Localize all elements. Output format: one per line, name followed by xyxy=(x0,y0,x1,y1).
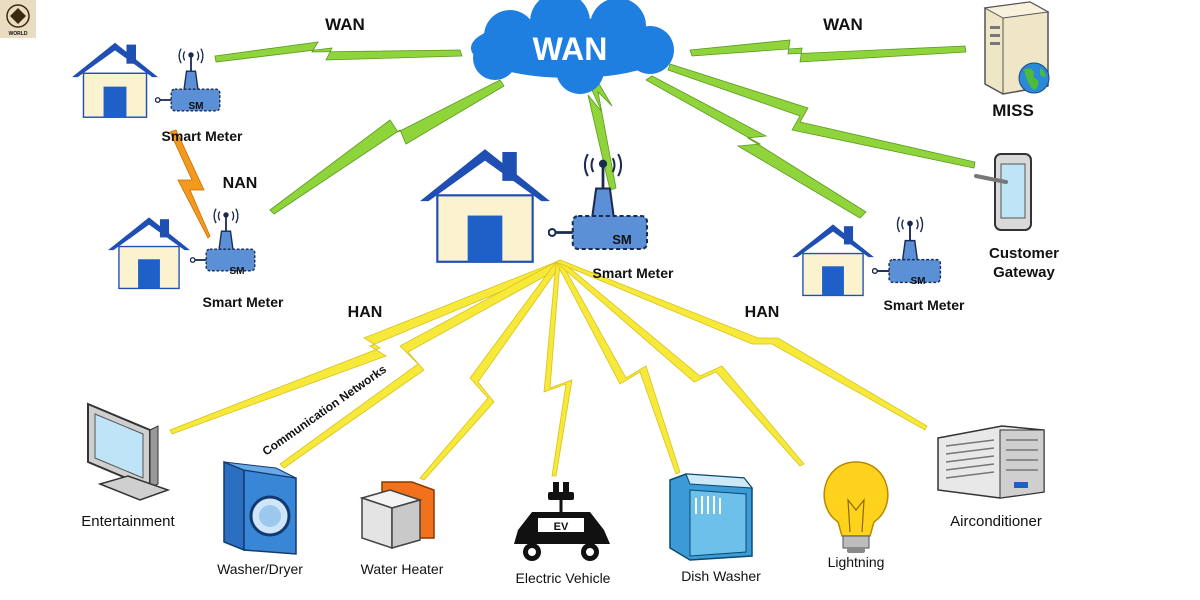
water-heater-icon xyxy=(359,481,435,550)
logo-text: WORLD xyxy=(9,31,28,37)
cloud-label: WAN xyxy=(533,31,608,67)
han-links xyxy=(169,259,928,481)
ev-badge: EV xyxy=(554,521,569,533)
washer-icon xyxy=(223,460,297,555)
appliance-label: Airconditioner xyxy=(950,513,1042,530)
appliance-label: Water Heater xyxy=(361,561,444,577)
smart-meter-4: SM Smart Meter xyxy=(872,215,965,313)
wan-label-left: WAN xyxy=(325,15,365,34)
appliance-label: Dish Washer xyxy=(681,568,761,584)
han-bolt-heater xyxy=(419,261,561,481)
smart-meter-label: Smart Meter xyxy=(203,294,284,310)
house-center xyxy=(420,147,550,263)
server-icon xyxy=(983,1,1050,95)
appliance-entertainment: Entertainment xyxy=(81,402,176,530)
wan-cloud: WAN xyxy=(471,0,674,94)
wan-bolt-gateway xyxy=(667,63,976,169)
wan-bolt-house1 xyxy=(214,41,463,63)
appliance-lightning: Lightning xyxy=(823,461,889,570)
smart-meter-3: SM Smart Meter xyxy=(548,152,674,281)
han-label-right: HAN xyxy=(745,304,780,321)
smart-meter-icon xyxy=(548,152,649,251)
appliance-label: Electric Vehicle xyxy=(516,570,611,586)
han-bolt-light xyxy=(555,259,805,467)
smart-meter-icon xyxy=(872,215,942,284)
sm-badge: SM xyxy=(230,266,245,277)
wan-links xyxy=(214,39,976,219)
lightbulb-icon xyxy=(823,461,889,553)
han-label-left: HAN xyxy=(348,304,383,321)
globe-icon xyxy=(1018,62,1050,94)
smart-meter-label: Smart Meter xyxy=(162,128,243,144)
smart-meter-label: Smart Meter xyxy=(593,265,674,281)
gateway-label-line1: Customer xyxy=(989,245,1059,262)
miss-label: MISS xyxy=(992,101,1034,120)
han-bolt-ac xyxy=(555,259,928,431)
nan-label: NAN xyxy=(223,175,258,192)
nan-bolt xyxy=(169,129,211,239)
miss-server: MISS xyxy=(983,1,1050,120)
house-top-left xyxy=(72,41,158,118)
logo: WORLD xyxy=(0,0,36,38)
appliance-label: Lightning xyxy=(828,554,885,570)
sm-badge: SM xyxy=(189,101,204,112)
ev-car-icon: EV xyxy=(514,482,610,561)
han-bolt-dishwasher xyxy=(555,259,681,475)
customer-gateway: Customer Gateway xyxy=(974,153,1059,281)
dishwasher-icon xyxy=(669,473,754,561)
appliance-dish-washer: Dish Washer xyxy=(669,473,761,584)
tablet-icon xyxy=(974,153,1032,231)
house-mid-left xyxy=(108,216,190,290)
sm-badge: SM xyxy=(911,276,926,287)
wan-bolt-miss xyxy=(689,39,967,63)
air-conditioner-icon xyxy=(937,425,1045,499)
sm-badge: SM xyxy=(612,232,632,247)
appliance-electric-vehicle: EV Electric Vehicle xyxy=(514,482,611,586)
han-bolt-washer xyxy=(279,261,561,469)
wan-bolt-house3 xyxy=(645,75,867,219)
smart-meter-label: Smart Meter xyxy=(884,297,965,313)
wan-label-right: WAN xyxy=(823,15,863,34)
smart-meter-2: SM Smart Meter xyxy=(190,207,284,310)
smart-meter-1: SM Smart Meter xyxy=(155,47,243,144)
appliance-airconditioner: Airconditioner xyxy=(937,425,1045,530)
appliance-label: Entertainment xyxy=(81,513,175,530)
gateway-label-line2: Gateway xyxy=(993,264,1055,281)
han-bolt-ev xyxy=(543,261,573,477)
wan-bolt-house2 xyxy=(269,79,505,215)
house-right xyxy=(792,223,874,297)
han-bolt-entertainment xyxy=(169,261,559,435)
tv-icon xyxy=(87,402,171,501)
appliance-washer-dryer: Washer/Dryer xyxy=(217,460,303,577)
appliance-water-heater: Water Heater xyxy=(359,481,444,577)
appliance-label: Washer/Dryer xyxy=(217,561,303,577)
